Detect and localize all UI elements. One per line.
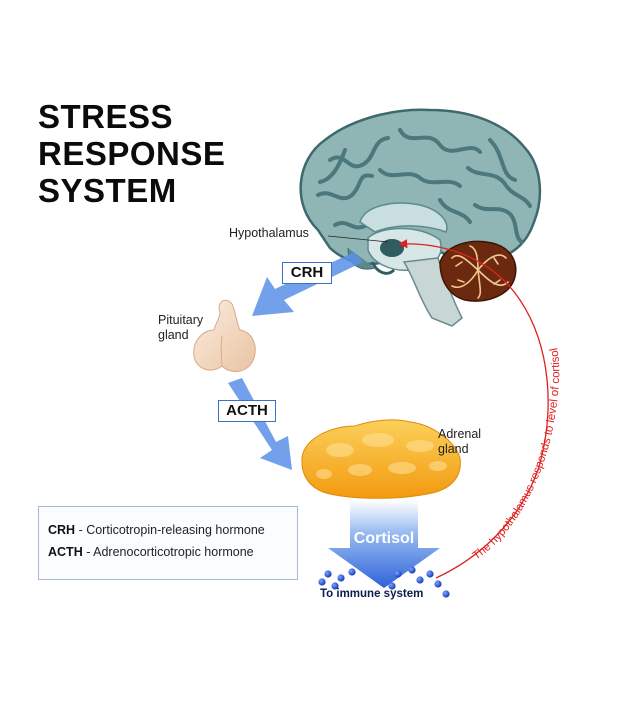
cortisol-molecule-icon <box>318 566 450 598</box>
title-line-1: STRESS <box>38 98 174 135</box>
title-line-2: RESPONSE <box>38 135 226 172</box>
cerebellum-icon <box>439 240 517 302</box>
legend-abbr: ACTH <box>48 545 83 559</box>
feedback-label: The hypothalamus responds to level of co… <box>471 347 563 563</box>
crh-box: CRH <box>282 262 332 284</box>
legend-abbr: CRH <box>48 523 76 537</box>
adrenal-label-line-1: Adrenal <box>438 427 482 441</box>
feedback-loop-arrow <box>398 239 549 579</box>
pituitary-label: Pituitary gland <box>158 313 203 343</box>
cortisol-label: Cortisol <box>353 530 415 547</box>
legend-box: CRH - Corticotropin-releasing hormone AC… <box>38 506 298 580</box>
hypothalamus-label: Hypothalamus <box>229 226 309 240</box>
adrenal-gland-icon <box>301 419 461 499</box>
legend-desc: Corticotropin-releasing hormone <box>86 523 265 537</box>
acth-arrow <box>228 378 292 470</box>
title-line-3: SYSTEM <box>38 172 177 209</box>
legend-sep: - <box>82 545 94 559</box>
legend-desc: Adrenocorticotropic hormone <box>93 545 254 559</box>
acth-box: ACTH <box>218 400 276 422</box>
cortisol-arrow <box>328 500 440 588</box>
pituitary-label-line-2: gland <box>158 328 189 342</box>
immune-system-label: To immune system <box>320 588 424 600</box>
pituitary-gland-icon <box>193 299 256 373</box>
crh-arrow <box>252 252 363 316</box>
adrenal-label: Adrenal gland <box>438 427 481 457</box>
legend-sep: - <box>75 523 87 537</box>
legend-row-acth: ACTH - Adrenocorticotropic hormone <box>48 541 297 563</box>
brain-icon <box>299 108 542 327</box>
hypothalamus-leader <box>327 235 389 243</box>
page-title: STRESS RESPONSE SYSTEM <box>38 98 225 209</box>
adrenal-label-line-2: gland <box>438 442 469 456</box>
pituitary-label-line-1: Pituitary <box>158 313 204 327</box>
legend-row-crh: CRH - Corticotropin-releasing hormone <box>48 519 297 541</box>
